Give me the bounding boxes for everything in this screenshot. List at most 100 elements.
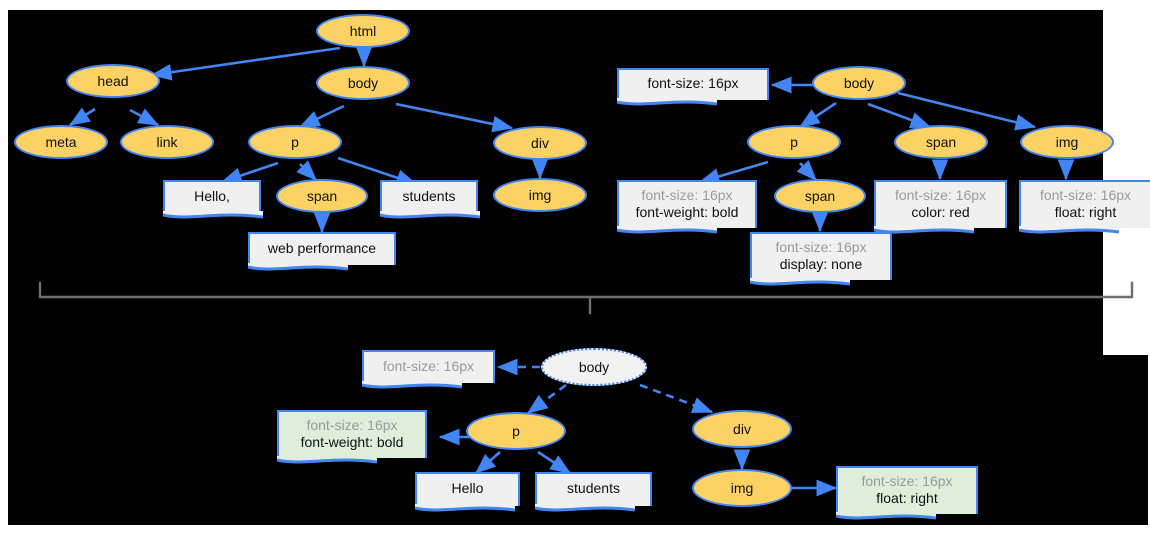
cssom-style-img[interactable]: font-size: 16px float: right — [1019, 180, 1150, 234]
edge-render-body-div — [639, 383, 714, 414]
node-label: span — [925, 134, 957, 150]
render-text-students[interactable]: students — [535, 472, 652, 512]
render-style-img[interactable]: font-size: 16px float: right — [836, 466, 978, 520]
edge-body-p — [298, 104, 345, 129]
render-style-body[interactable]: font-size: 16px — [362, 350, 495, 389]
node-label: img — [730, 480, 754, 496]
node-label: html — [349, 23, 377, 39]
edge-render-p-hello — [475, 451, 501, 474]
torn-edge-icon — [415, 504, 515, 512]
edge-render-p-students — [537, 450, 572, 475]
style-inherited: font-size: 16px — [894, 186, 987, 203]
torn-edge-icon — [380, 211, 480, 219]
style-own: font-weight: bold — [635, 204, 739, 220]
cssom-node-p[interactable]: p — [747, 125, 841, 159]
edge-cssom-p-span — [796, 160, 817, 181]
combining-brace — [38, 281, 1134, 315]
render-node-img[interactable]: img — [692, 469, 792, 507]
node-label: span — [804, 188, 836, 204]
dom-node-link[interactable]: link — [120, 125, 214, 159]
edge-head-link — [129, 108, 160, 127]
style-own: font-weight: bold — [300, 434, 404, 450]
node-label: span — [306, 188, 338, 204]
edge-cssom-body-p — [798, 101, 837, 129]
node-label: head — [97, 73, 129, 89]
cssom-node-span-inner[interactable]: span — [774, 179, 866, 213]
dom-text-students[interactable]: students — [380, 180, 480, 219]
brace-span — [38, 281, 1134, 299]
edge-p-span — [296, 160, 317, 181]
dom-text-web-performance[interactable]: web performance — [248, 232, 396, 271]
torn-edge-icon — [248, 263, 348, 271]
edge-p-hello — [220, 161, 279, 184]
cssom-node-span[interactable]: span — [894, 125, 988, 159]
render-style-p[interactable]: font-size: 16px font-weight: bold — [277, 410, 427, 464]
dom-node-p[interactable]: p — [248, 125, 342, 159]
style-inherited: font-size: 16px — [1039, 186, 1132, 203]
style-inherited: font-size: 16px — [647, 75, 739, 92]
dom-node-meta[interactable]: meta — [14, 125, 108, 159]
cssom-style-span-inner[interactable]: font-size: 16px display: none — [750, 232, 892, 286]
style-inherited: font-size: 16px — [382, 357, 475, 374]
style-own: float: right — [1054, 204, 1117, 220]
edge-body-div — [395, 102, 514, 133]
cssom-style-body[interactable]: font-size: 16px — [617, 68, 769, 106]
node-label: p — [512, 423, 520, 439]
cssom-node-body[interactable]: body — [812, 66, 906, 100]
dom-node-body[interactable]: body — [316, 66, 410, 100]
node-label: meta — [45, 134, 77, 150]
style-inherited: font-size: 16px — [306, 416, 398, 433]
node-label: p — [790, 134, 798, 150]
dom-node-img[interactable]: img — [493, 178, 587, 212]
style-own: color: red — [911, 204, 970, 220]
diagram-canvas — [8, 10, 1148, 525]
text-node-label: Hello, — [194, 187, 230, 204]
dom-node-div[interactable]: div — [493, 126, 587, 160]
dom-text-hello[interactable]: Hello, — [163, 180, 263, 219]
text-node-label: Hello — [451, 480, 484, 497]
torn-edge-icon — [617, 226, 717, 234]
torn-edge-icon — [836, 512, 936, 520]
text-node-label: students — [567, 480, 620, 497]
torn-edge-icon — [277, 456, 377, 464]
style-own: float: right — [876, 490, 938, 506]
node-label: link — [156, 134, 178, 150]
edge-html-head — [150, 46, 341, 81]
torn-edge-icon — [1019, 226, 1119, 234]
edge-cssom-body-img — [897, 91, 1037, 131]
torn-edge-icon — [163, 211, 263, 219]
node-label: body — [843, 75, 875, 91]
style-inherited: font-size: 16px — [641, 186, 733, 203]
dom-node-html[interactable]: html — [316, 14, 410, 48]
cssom-style-p[interactable]: font-size: 16px font-weight: bold — [617, 180, 757, 234]
torn-edge-icon — [874, 226, 974, 234]
dom-node-span[interactable]: span — [276, 179, 368, 213]
text-node-label: students — [402, 187, 456, 204]
style-own: display: none — [779, 256, 863, 272]
render-text-hello[interactable]: Hello — [415, 472, 520, 512]
node-label: p — [291, 134, 299, 150]
render-node-div[interactable]: div — [692, 410, 792, 448]
node-label: body — [347, 75, 379, 91]
style-inherited: font-size: 16px — [861, 472, 953, 489]
torn-edge-icon — [750, 278, 850, 286]
render-node-p[interactable]: p — [466, 412, 566, 450]
node-label: div — [531, 135, 549, 151]
cssom-node-img[interactable]: img — [1020, 125, 1114, 159]
style-inherited: font-size: 16px — [775, 238, 867, 255]
edge-cssom-body-span — [867, 102, 932, 129]
dom-node-head[interactable]: head — [66, 64, 160, 98]
render-node-body[interactable]: body — [541, 348, 647, 386]
node-label: div — [733, 421, 751, 437]
edge-cssom-p-style — [698, 160, 769, 185]
torn-edge-icon — [362, 381, 462, 389]
node-label: img — [1055, 134, 1079, 150]
node-label: body — [578, 359, 610, 375]
cssom-style-span[interactable]: font-size: 16px color: red — [874, 180, 1007, 234]
torn-edge-icon — [617, 98, 717, 106]
node-label: img — [528, 187, 552, 203]
edge-head-meta — [68, 107, 96, 127]
edge-p-students — [337, 156, 418, 186]
